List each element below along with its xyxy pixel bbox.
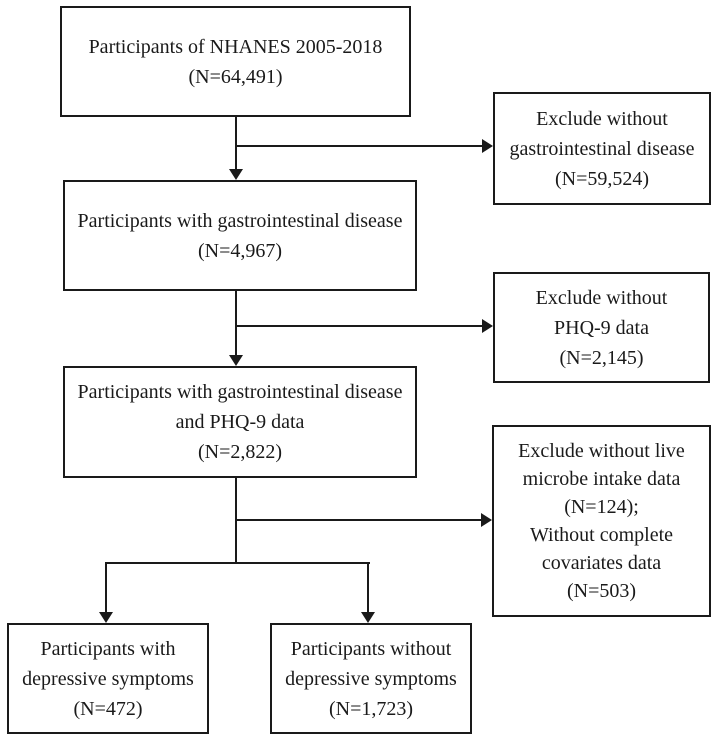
arrowhead-right-icon	[481, 513, 492, 527]
arrowhead-right-icon	[482, 139, 493, 153]
box-text-line: and PHQ-9 data	[175, 411, 305, 433]
box-text-line: Without complete	[529, 524, 674, 546]
box-text-line: gastrointestinal disease	[509, 137, 695, 160]
box-text-line: microbe intake data	[522, 468, 681, 490]
box-text-line: (N=2,145)	[559, 346, 644, 369]
connector-line	[236, 145, 482, 147]
connector-line	[235, 291, 237, 356]
arrowhead-down-icon	[361, 612, 375, 623]
box-text-line: Exclude without	[536, 107, 668, 130]
connector-line	[105, 562, 107, 613]
box-text-line: depressive symptoms	[285, 667, 457, 690]
box-exclude-no-phq9: Exclude without PHQ-9 data (N=2,145)	[493, 272, 710, 383]
box-text-line: Participants with gastrointestinal disea…	[77, 381, 403, 403]
box-text-line: (N=472)	[73, 697, 143, 720]
box-text-line: (N=4,967)	[197, 239, 283, 262]
box-exclude-no-gastro: Exclude without gastrointestinal disease…	[493, 92, 711, 205]
box-exclude-no-microbe-covariates: Exclude without live microbe intake data…	[492, 425, 711, 617]
connector-line	[235, 478, 237, 564]
box-text-line: (N=2,822)	[197, 441, 283, 463]
connector-line	[105, 562, 370, 564]
arrowhead-right-icon	[482, 319, 493, 333]
connector-line	[367, 562, 369, 613]
box-nhanes-participants: Participants of NHANES 2005-2018 (N=64,4…	[60, 6, 411, 117]
box-text-line: (N=59,524)	[554, 167, 650, 190]
box-text-line: Participants with gastrointestinal disea…	[77, 209, 403, 232]
box-text-line: Participants without	[290, 637, 452, 660]
box-text-line: covariates data	[541, 552, 662, 574]
box-without-depressive-symptoms: Participants without depressive symptoms…	[270, 623, 472, 734]
connector-line	[236, 325, 482, 327]
box-text-line: Participants of NHANES 2005-2018	[88, 35, 383, 58]
box-text-line: depressive symptoms	[22, 667, 194, 690]
connector-line	[236, 519, 481, 521]
box-text-line: (N=503)	[566, 580, 637, 602]
box-text-line: Exclude without live	[518, 440, 685, 462]
box-text-line: (N=124);	[564, 496, 639, 518]
box-text-line: (N=64,491)	[188, 65, 283, 88]
box-text-line: (N=1,723)	[328, 697, 414, 720]
arrowhead-down-icon	[99, 612, 113, 623]
box-gastro-participants: Participants with gastrointestinal disea…	[63, 180, 417, 291]
box-text-line: Participants with	[40, 637, 176, 660]
connector-line	[235, 117, 237, 170]
box-gastro-phq9-participants: Participants with gastrointestinal disea…	[63, 366, 417, 478]
box-text-line: PHQ-9 data	[554, 316, 649, 339]
box-text-line: Exclude without	[535, 286, 668, 309]
box-with-depressive-symptoms: Participants with depressive symptoms (N…	[7, 623, 209, 734]
arrowhead-down-icon	[229, 355, 243, 366]
arrowhead-down-icon	[229, 169, 243, 180]
